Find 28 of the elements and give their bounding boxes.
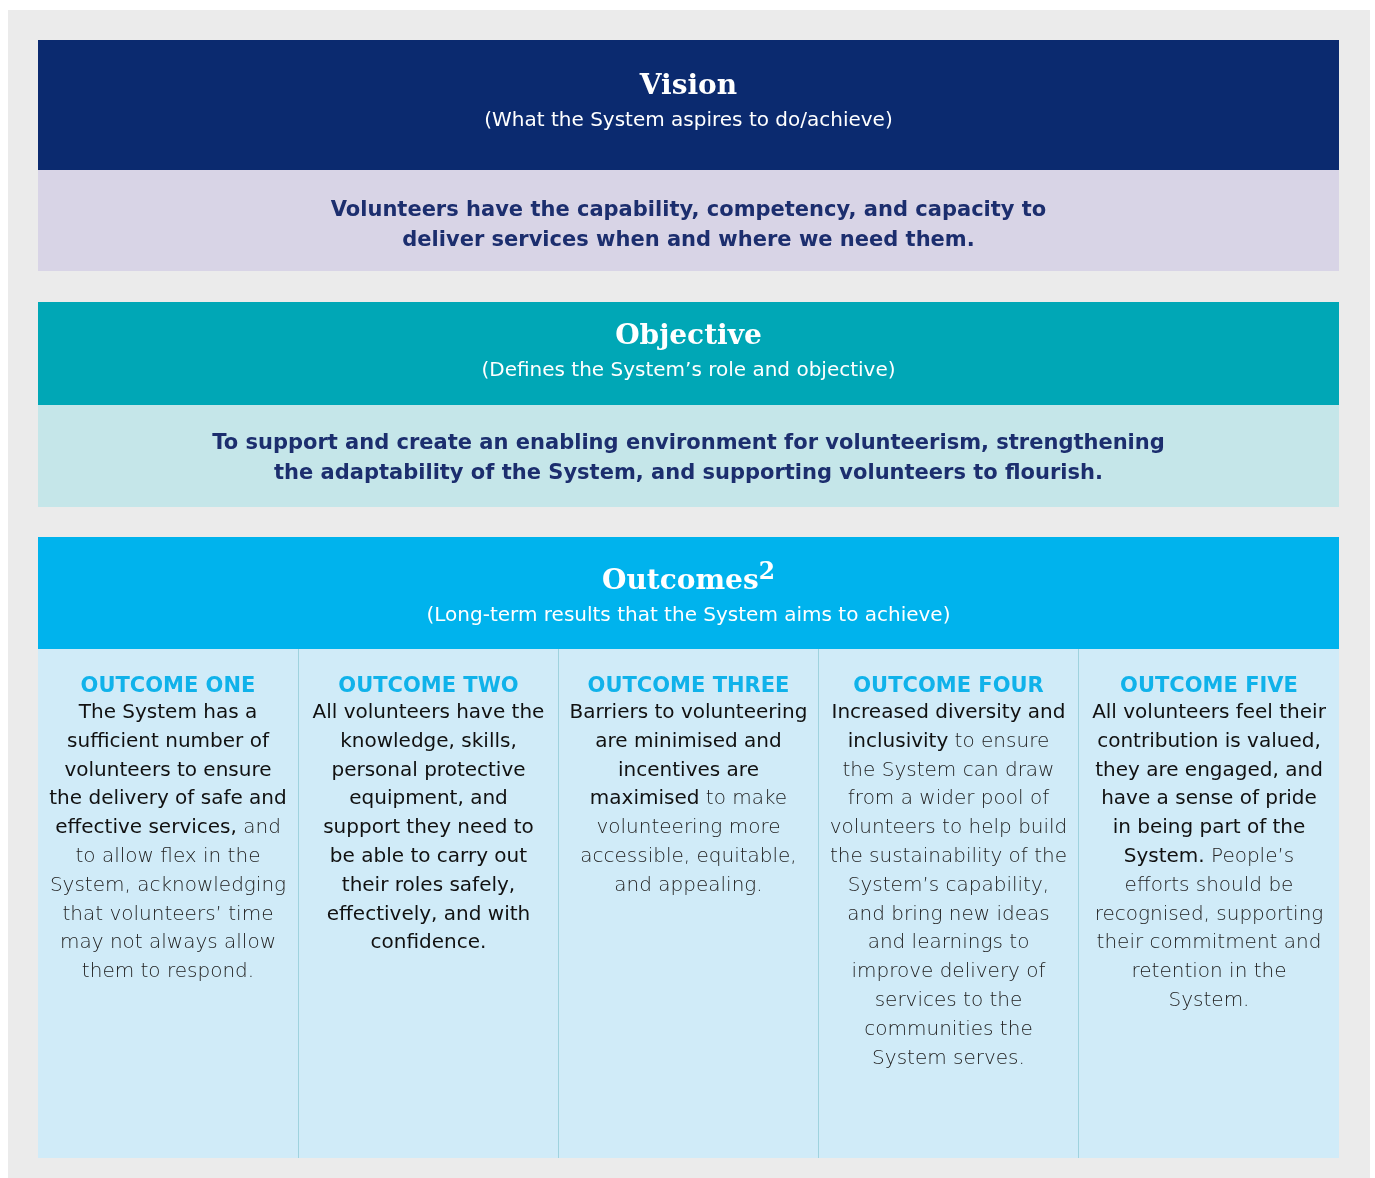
outcome-text: The System has a sufficient number of volunteers to ensure the delivery of safe and effective services, and to allow flex in the System, acknowledging that volunteers’ time may not always allow them to respond.	[48, 698, 288, 985]
outcome-heading: OUTCOME ONE	[80, 673, 256, 697]
outcome-heading: OUTCOME FIVE	[1120, 673, 1298, 697]
section-heading: Vision	[639, 68, 738, 101]
section-subtitle: (Defines the System’s role and objective)	[481, 357, 896, 381]
outcome-column	[819, 649, 1079, 1158]
outcome-column	[299, 649, 559, 1158]
outcome-heading: OUTCOME THREE	[587, 673, 790, 697]
objective-banner	[38, 302, 1339, 405]
section-heading: Outcomes$^{2}$	[602, 557, 775, 597]
vision-banner	[38, 40, 1339, 170]
outcome-text: Barriers to volunteering are minimised and incentives are maximised to make volunteering more accessible, equitable, and appealing.	[569, 698, 808, 898]
statement-text: To support and create an enabling environment for volunteerism, strengthening the adaptability of the System, and supporting volunteers to flourish.	[211, 429, 1166, 486]
outcome-text: All volunteers have the knowledge, skills, personal protective equipment, and support they need to be able to carry out their roles safely, effectively, and with confidence.	[311, 698, 546, 956]
outcome-heading: OUTCOME FOUR	[853, 673, 1044, 697]
statement-text: Volunteers have the capability, competency, and capacity to deliver services when and where we need them.	[329, 196, 1048, 253]
section-subtitle: (What the System aspires to do/achieve)	[484, 107, 893, 131]
outcome-heading: OUTCOME TWO	[338, 673, 519, 697]
outcome-text: Increased diversity and inclusivity to ensure the System can draw from a wider pool of volunteers to help build the sustainability of the System’s capability, and bring new ideas and learnings to improve delivery of services to the communities the System serves.	[829, 698, 1068, 1071]
outcomes-banner	[38, 537, 1339, 649]
outcome-text: All volunteers feel their contribution is valued, they are engaged, and have a sense of pride in being part of the System. People’s efforts should be recognised, supporting their commitment and retention in the System.	[1091, 698, 1327, 1013]
outcome-column	[38, 649, 299, 1158]
vision-panel	[38, 170, 1339, 271]
outcome-column	[1079, 649, 1339, 1158]
objective-panel	[38, 405, 1339, 507]
section-subtitle: (Long-term results that the System aims to achieve)	[426, 602, 951, 627]
outcome-column	[559, 649, 819, 1158]
section-heading: Objective	[615, 318, 762, 351]
